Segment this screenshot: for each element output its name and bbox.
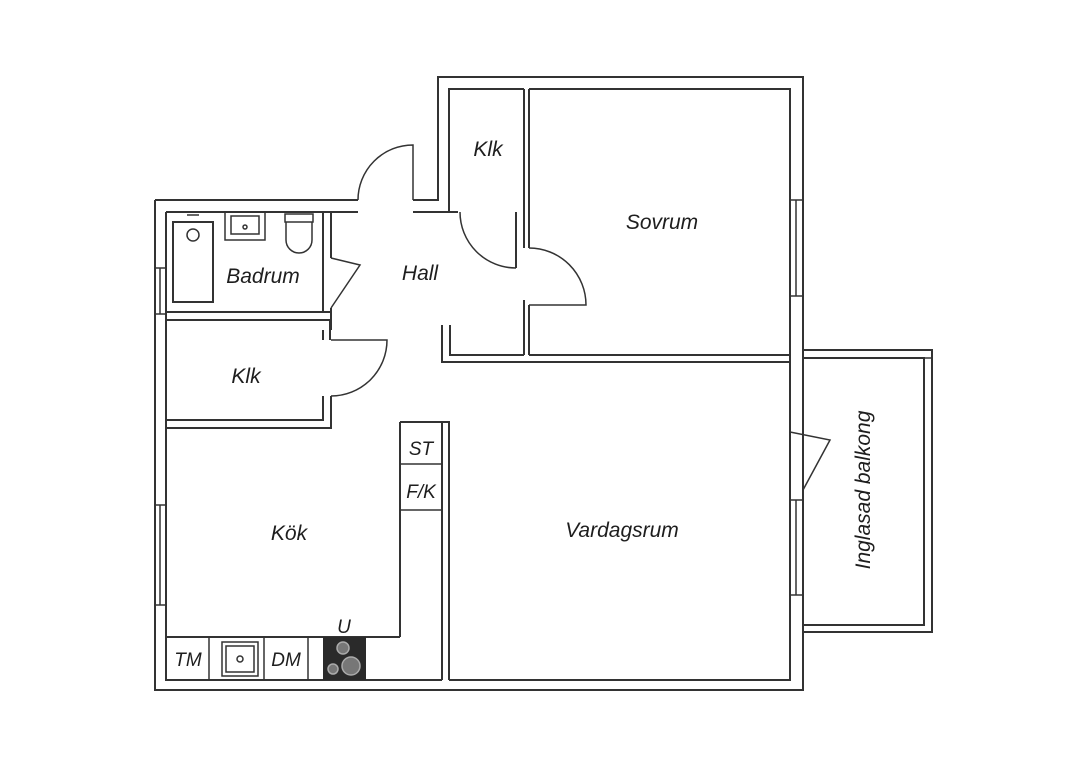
toilet-icon bbox=[284, 213, 314, 254]
fixture-label-fk: F/K bbox=[406, 482, 437, 503]
sink-icon bbox=[221, 641, 259, 677]
kitchen-counter bbox=[208, 463, 442, 680]
room-label-sovrum: Sovrum bbox=[626, 211, 698, 234]
fixture-label-dm: DM bbox=[271, 650, 301, 671]
fixture-label-st: ST bbox=[409, 439, 435, 460]
stove-icon bbox=[323, 637, 366, 680]
room-label-klk-top: Klk bbox=[473, 138, 504, 161]
fixture-label-tm: TM bbox=[174, 650, 202, 671]
room-label-badrum: Badrum bbox=[226, 265, 300, 288]
door-swing-icon bbox=[330, 144, 832, 491]
interior-walls bbox=[166, 89, 790, 680]
sink-icon bbox=[224, 211, 266, 241]
room-label-kok: Kök bbox=[271, 522, 309, 545]
shower-icon bbox=[172, 214, 214, 303]
room-label-balkong: Inglasad balkong bbox=[852, 410, 875, 569]
window-icon bbox=[154, 199, 804, 606]
room-label-hall: Hall bbox=[402, 262, 440, 285]
room-label-vardagsrum: Vardagsrum bbox=[565, 519, 679, 542]
fixture-label-u: U bbox=[337, 617, 351, 638]
balcony bbox=[803, 349, 933, 633]
room-label-klk-left: Klk bbox=[231, 365, 262, 388]
